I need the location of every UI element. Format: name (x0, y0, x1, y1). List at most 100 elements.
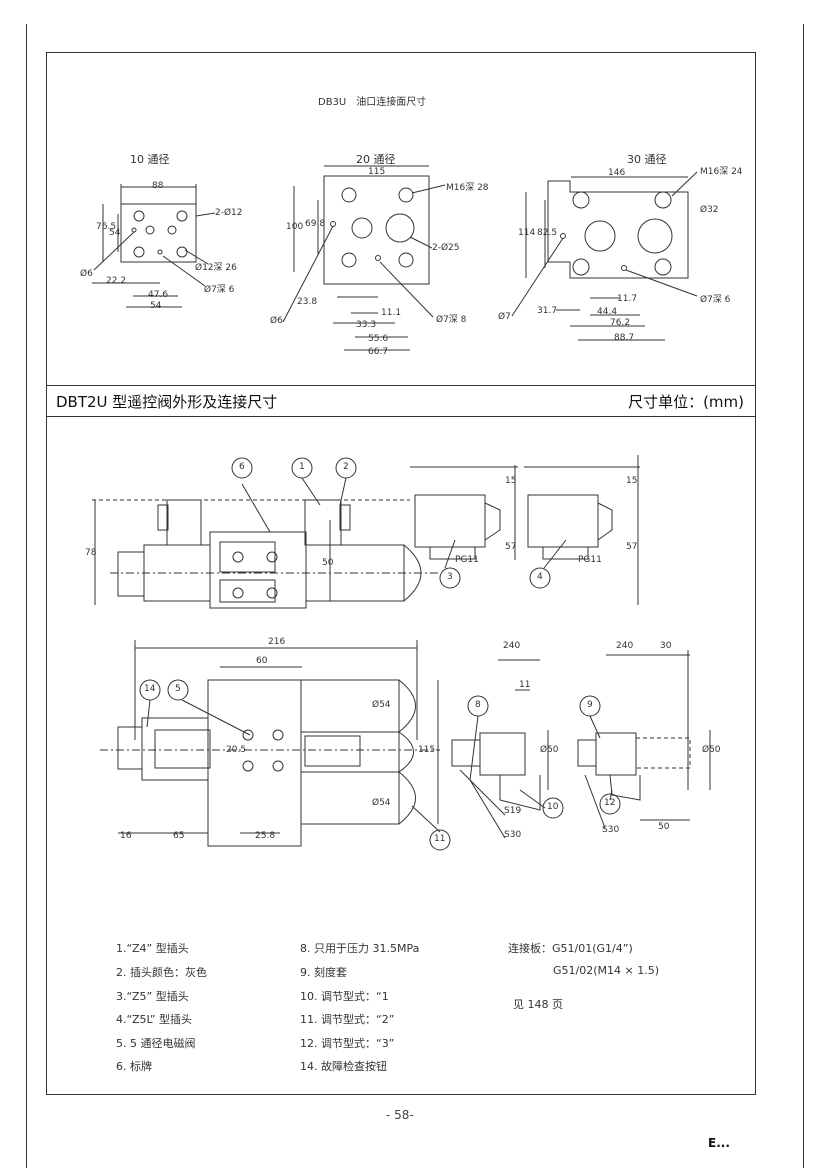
dim-30-x1: 31.7 (537, 306, 558, 316)
dim-plug-b-top: 15 (626, 476, 638, 486)
dim-20-x2: 11.1 (381, 308, 402, 318)
callout-3: 3 (447, 572, 453, 582)
dim-10-pitch: 2-Ø12 (215, 208, 243, 218)
dim-width-a: Ø54 (372, 700, 391, 710)
knob-b-sub: 30 (660, 641, 672, 651)
callout-10: 10 (547, 802, 559, 812)
dim-10-height-a: 76.5 (96, 222, 117, 232)
dim-20-x3: 33.3 (356, 320, 377, 330)
dim-20-x5: 66.7 (368, 347, 389, 357)
dim-overall: 216 (268, 637, 286, 647)
dim-10-hole: Ø12深 26 (195, 263, 237, 273)
note-5: 5. 5 通径电磁阀 (116, 1037, 196, 1050)
dim-left1: 16 (120, 831, 132, 841)
callout-12: 12 (604, 798, 616, 808)
dim-20-width: 115 (368, 167, 386, 177)
knob-views (451, 650, 711, 839)
note-11: 11. 调节型式：“2” (300, 1013, 395, 1026)
dim-30-x2: 11.7 (617, 294, 638, 304)
note-2: 2. 插头颜色：灰色 (116, 966, 207, 979)
dim-width-b: Ø54 (372, 798, 391, 808)
dim-30-port: Ø32 (700, 205, 719, 215)
dim-side-inner: 50 (322, 558, 334, 568)
callout-circles-knob (467, 695, 621, 819)
note-3: 3.“Z5” 型插头 (116, 990, 189, 1003)
page-outer-border (26, 24, 804, 1168)
page-reference: 见 148 页 (513, 998, 563, 1011)
dim-left3: 25.8 (255, 831, 276, 841)
note-8: 8. 只用于压力 31.5MPa (300, 942, 420, 955)
dim-20-port: 2-Ø25 (432, 243, 460, 253)
callout-circles-side (231, 457, 551, 589)
note-6: 6. 标牌 (116, 1060, 152, 1073)
dim-30-thread: M16深 24 (700, 167, 743, 177)
section-title: DBT2U 型遥控阀外形及连接尺寸 (56, 393, 278, 411)
callout-11: 11 (434, 834, 446, 844)
port-face-10 (92, 184, 216, 308)
dim-10-x2: 47.6 (148, 290, 169, 300)
dim-20-x4: 55.6 (368, 334, 389, 344)
top-title: DB3U 油口连接面尺寸 (318, 97, 427, 108)
port-face-20 (282, 165, 446, 351)
page-number: - 58- (386, 1108, 414, 1122)
knob-b-top: 240 (616, 641, 634, 651)
callout-4: 4 (537, 572, 543, 582)
knob-b-s: S30 (602, 825, 620, 835)
section-title-bar: DBT2U 型遥控阀外形及连接尺寸 尺寸单位：(mm) (46, 385, 756, 417)
connection-plate-2: G51/02(M14 × 1.5) (553, 964, 659, 977)
dim-20-height-a: 100 (286, 222, 304, 232)
knob-b-w: 50 (658, 822, 670, 832)
dim-30-x4: 76.2 (610, 318, 631, 328)
valve-side-view (92, 477, 440, 609)
callout-1: 1 (299, 462, 305, 472)
connection-plate-1: 连接板：G51/01(G1/4”) (508, 942, 633, 955)
note-10: 10. 调节型式：“1 (300, 990, 389, 1003)
knob-a-s2: S30 (504, 830, 522, 840)
knob-a-diameter: Ø50 (540, 745, 559, 755)
dim-plug-a-top: 15 (505, 476, 517, 486)
dim-mid: 60 (256, 656, 268, 666)
plug-a-label: PG11 (455, 555, 479, 565)
dim-left2: 65 (173, 831, 185, 841)
dim-side-height: 78 (85, 548, 97, 558)
note-4: 4.“Z5L” 型插头 (116, 1013, 192, 1026)
callout-circles-plan (139, 679, 451, 851)
valve-plan-view (100, 640, 441, 847)
knob-a-sub: 11 (519, 680, 531, 690)
plug-views (410, 455, 640, 605)
note-9: 9. 刻度套 (300, 966, 347, 979)
note-1: 1.“Z4” 型插头 (116, 942, 189, 955)
note-12: 12. 调节型式：“3” (300, 1037, 395, 1050)
dim-30-height-a: 114 (518, 228, 536, 238)
dim-30-pin: Ø7深 6 (700, 295, 731, 305)
plug-b-label: PG11 (578, 555, 602, 565)
dim-30-x5: 88.7 (614, 333, 635, 343)
knob-b-diameter: Ø50 (702, 745, 721, 755)
knob-a-s1: S19 (504, 806, 522, 816)
callout-14: 14 (144, 684, 156, 694)
dim-10-width: 88 (152, 181, 164, 191)
note-14: 14. 故障检查按钮 (300, 1060, 387, 1073)
logo: E... (708, 1136, 730, 1150)
dim-side: 20.5 (226, 745, 247, 755)
dim-plug-b: 57 (626, 542, 638, 552)
view-10-label: 10 通径 (130, 153, 170, 166)
callout-5: 5 (175, 684, 181, 694)
dim-10-x3: 54 (150, 301, 162, 311)
view-20-label: 20 通径 (356, 153, 396, 166)
view-30-label: 30 通径 (627, 153, 667, 166)
dim-10-x1: 22.2 (106, 276, 127, 286)
dim-20-thread: M16深 28 (446, 183, 489, 193)
dim-30-height-b: 82.5 (537, 228, 558, 238)
port-face-30 (511, 171, 698, 341)
dim-20-small: Ø6 (270, 316, 283, 326)
dim-plug-a: 57 (505, 542, 517, 552)
callout-2: 2 (343, 462, 349, 472)
dim-30-width: 146 (608, 168, 626, 178)
dim-30-x3: 44.4 (597, 307, 618, 317)
drawing-frame (46, 52, 756, 1095)
unit-label: 尺寸单位：(mm) (628, 393, 744, 411)
callout-9: 9 (587, 700, 593, 710)
dim-plan-height: 115 (418, 745, 436, 755)
